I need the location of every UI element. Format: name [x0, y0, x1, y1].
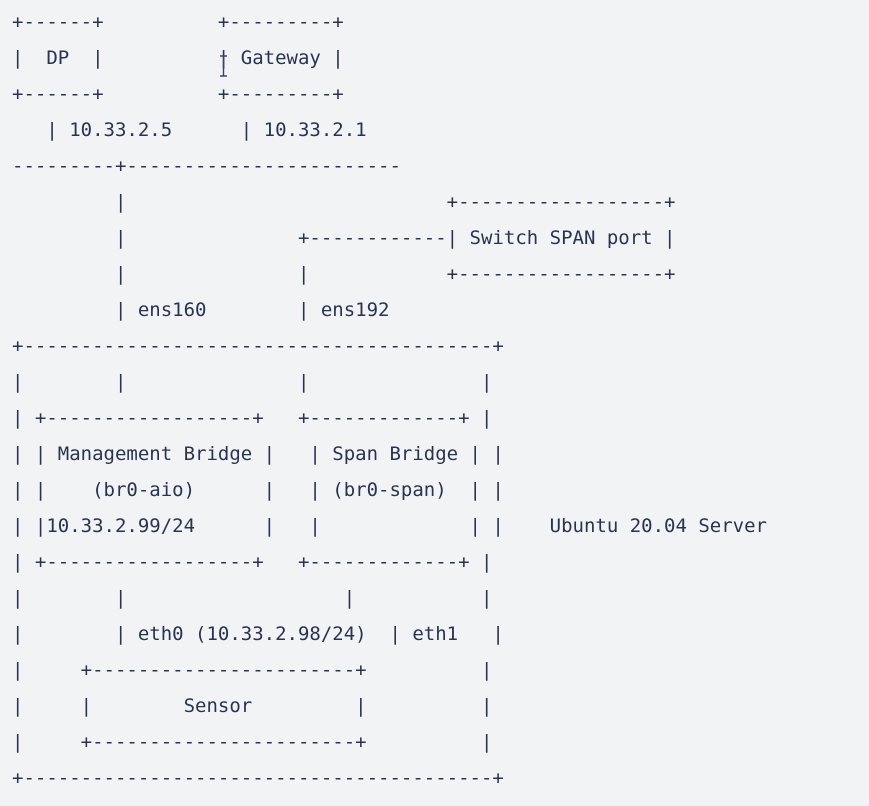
network-topology-ascii-art: +------+ +---------+ | DP | | Gateway | …	[12, 11, 767, 789]
